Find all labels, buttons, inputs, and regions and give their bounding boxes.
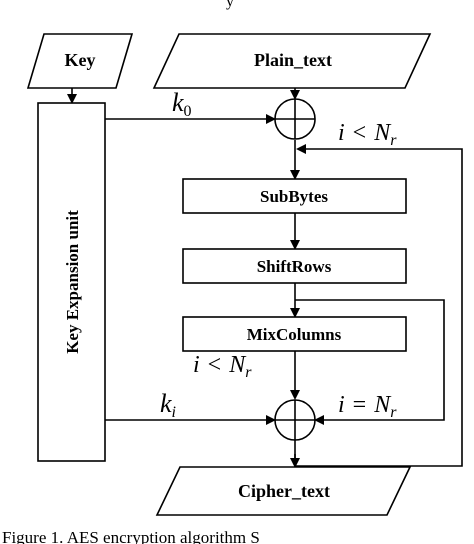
loop-final-condition: i=Nr [338, 392, 397, 421]
key-node: Key [26, 33, 134, 89]
figure-caption: Figure 1. AES encryption algorithm S [2, 528, 260, 544]
mixcolumns-label: MixColumns [247, 325, 342, 344]
key-shape [26, 33, 134, 89]
key-label: Key [65, 50, 96, 70]
xor-top [274, 98, 316, 140]
shiftrows-node: ShiftRows [182, 248, 407, 284]
shiftrows-label: ShiftRows [257, 257, 332, 276]
mixcolumns-node: MixColumns [182, 316, 407, 352]
plain-text-shape [152, 33, 432, 89]
ki-label: ki [160, 389, 176, 421]
plain-text-label: Plain_text [254, 50, 332, 70]
xor-bottom [274, 399, 316, 441]
key-expansion-label: Key Expansion unit [63, 210, 82, 354]
mixcolumns-shape [182, 316, 407, 352]
subbytes-node: SubBytes [182, 178, 407, 214]
loop-mid-condition: i<Nr [193, 352, 252, 381]
subbytes-shape [182, 178, 407, 214]
key-expansion-node: Key Expansion unit [37, 102, 106, 462]
cipher-text-label: Cipher_text [238, 481, 330, 501]
cipher-text-node: Cipher_text [155, 466, 412, 516]
k0-label: k0 [172, 88, 192, 120]
final-round-bypass-arrow [295, 299, 445, 425]
subbytes-label: SubBytes [260, 187, 328, 206]
key-expansion-shape [37, 102, 106, 462]
cipher-text-shape [155, 466, 412, 516]
plain-text-node: Plain_text [152, 33, 432, 89]
top-cropped-text: y [226, 0, 234, 10]
loop-top-condition: i<Nr [338, 120, 397, 149]
shiftrows-shape [182, 248, 407, 284]
